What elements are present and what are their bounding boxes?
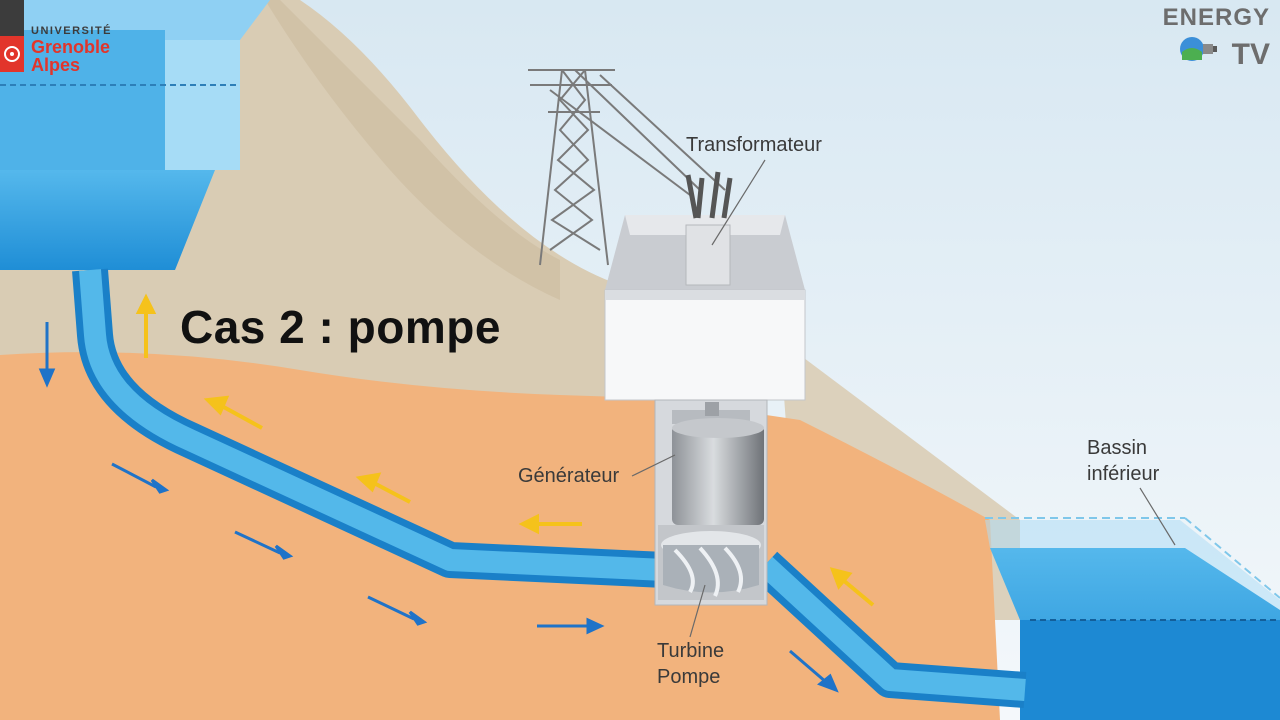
pump-label: Pompe (657, 666, 721, 688)
turbine-pump (658, 525, 764, 600)
generator-label: Générateur (518, 465, 620, 487)
turbine-pump-label: Turbine Pompe (657, 638, 724, 690)
pylon (528, 69, 726, 266)
channel-logo: ENERGY TV (1150, 4, 1270, 71)
university-name: Grenoble Alpes (31, 38, 110, 74)
channel-name-line2: TV (1231, 38, 1270, 71)
university-logo: UNIVERSITÉ Grenoble Alpes (0, 0, 130, 78)
lower-basin-line1: Bassin (1087, 437, 1148, 459)
channel-name-line1: ENERGY (1162, 4, 1270, 31)
leader-lines (631, 159, 1176, 638)
penstock-pipe-highlight (79, 269, 666, 581)
flow-arrows (38, 322, 839, 693)
university-name-line2: Alpes (31, 55, 81, 75)
lightbulb-globe-icon (1180, 37, 1217, 61)
upper-reservoir (0, 0, 270, 270)
turbine-label: Turbine (657, 640, 725, 662)
generator (672, 418, 764, 525)
slide-title: Cas 2 : pompe (180, 301, 501, 353)
mountain-shade (265, 0, 560, 300)
outlet-pipe-highlight (757, 556, 1026, 701)
pump-arrows (135, 293, 875, 607)
transformer-label: Transformateur (686, 134, 822, 156)
logo-dark-block (0, 0, 24, 36)
university-small-text: UNIVERSITÉ (31, 25, 113, 37)
lower-basin (985, 517, 1280, 720)
lower-basin-line2: inférieur (1087, 463, 1160, 485)
logo-flower-icon (4, 46, 20, 62)
lower-basin-label: Bassin inférieur (1087, 435, 1159, 487)
powerhouse (604, 171, 806, 401)
logo-red-block (0, 36, 24, 72)
university-name-line1: Grenoble (31, 37, 111, 57)
